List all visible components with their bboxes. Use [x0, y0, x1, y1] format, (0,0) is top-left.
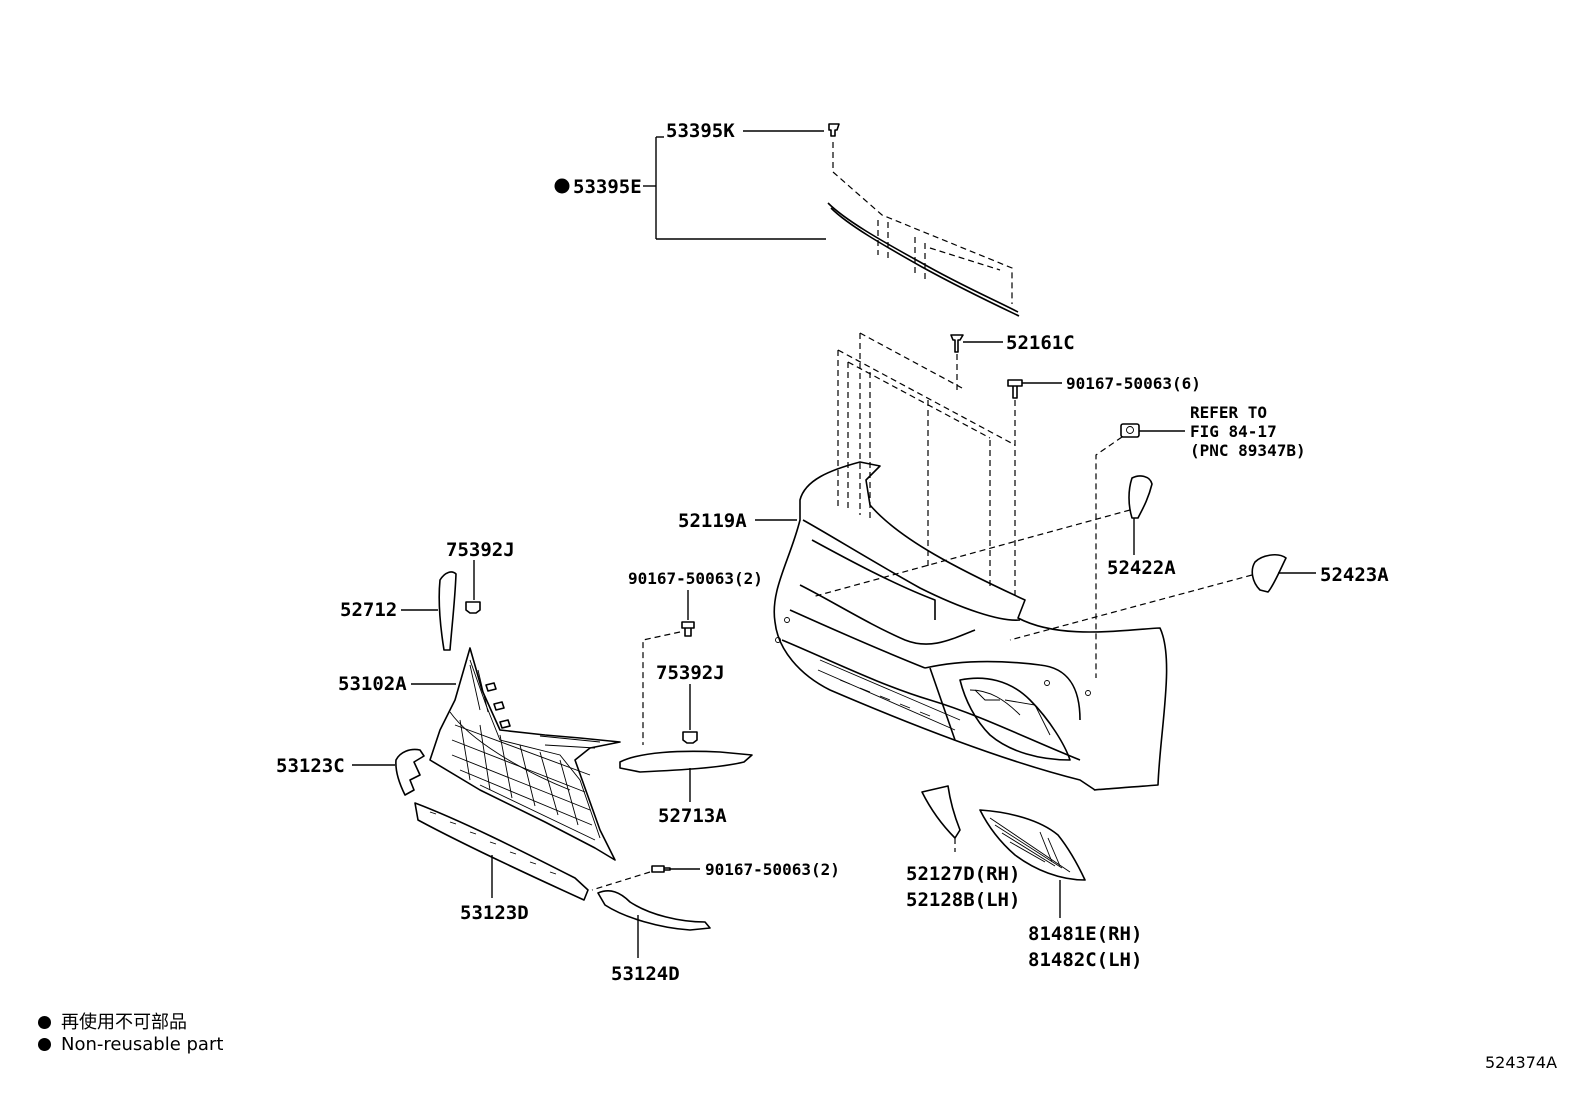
bumper-cover-52119A: 52119A	[678, 332, 1168, 791]
clip-53395K	[828, 123, 840, 137]
label-81481E-RH: 81481E(RH)	[1028, 923, 1142, 945]
label-75392J-upper: 75392J	[446, 539, 515, 561]
refer-line-3: (PNC 89347B)	[1190, 441, 1306, 460]
seal-53395E	[827, 202, 1019, 313]
sensor-clip-89347B	[1120, 423, 1140, 438]
grille-53102A	[429, 647, 621, 861]
label-75392J-lower: 75392J	[656, 662, 725, 684]
label-52161C: 52161C	[1006, 332, 1075, 354]
legend-english: Non-reusable part	[38, 1034, 223, 1055]
label-90167-50063-2-upper: 90167-50063(2)	[628, 569, 763, 588]
label-53123C: 53123C	[276, 755, 345, 777]
label-53124D: 53124D	[611, 963, 680, 985]
label-52713A: 52713A	[658, 805, 727, 827]
clip-75392J-upper	[465, 601, 481, 614]
bolt-90167-2-lower	[651, 865, 671, 873]
legend-text-ja: 再使用不可部品	[61, 1012, 187, 1033]
non-reusable-dot-icon	[38, 1016, 51, 1029]
label-52127D-RH: 52127D(RH)	[906, 863, 1020, 885]
bumper-outline	[773, 461, 1168, 791]
molding-53124D	[597, 890, 711, 931]
label-52423A: 52423A	[1320, 564, 1389, 586]
upper-fasteners: 52161C 90167-50063(6) REFER TO FIG 84-17…	[950, 332, 1306, 678]
bracket-53123C	[395, 748, 425, 796]
non-reusable-dot-icon	[38, 1038, 51, 1051]
fog-opening	[959, 677, 1071, 761]
label-53395E: 53395E	[573, 176, 642, 198]
fog-covers: 52127D(RH) 52128B(LH) 81481E(RH) 81482C(…	[906, 785, 1142, 971]
trim-52712	[438, 571, 457, 651]
refer-line-1: REFER TO	[1190, 403, 1267, 422]
legend-japanese: 再使用不可部品	[38, 1008, 187, 1034]
label-53102A: 53102A	[338, 673, 407, 695]
label-52422A: 52422A	[1107, 557, 1176, 579]
label-53123D: 53123D	[460, 902, 529, 924]
trim-52713A	[619, 750, 753, 773]
clip-52161C	[950, 334, 964, 353]
label-52128B-LH: 52128B(LH)	[906, 889, 1020, 911]
label-90167-50063-6: 90167-50063(6)	[1066, 374, 1201, 393]
label-52119A: 52119A	[678, 510, 747, 532]
grille-mesh	[451, 664, 601, 841]
cover-52127D	[921, 785, 961, 839]
label-53395K: 53395K	[666, 120, 735, 142]
legend-text-en: Non-reusable part	[61, 1034, 224, 1055]
bolt-90167-2-upper	[681, 621, 695, 637]
label-52712: 52712	[340, 599, 397, 621]
seal-group: 53395K 53395E	[554, 120, 1020, 317]
side-brackets: 52422A 52423A	[811, 475, 1389, 641]
bracket-52422A	[1128, 475, 1153, 519]
left-parts: 75392J 52712 90167-50063(2) 53102A 75392…	[276, 539, 840, 985]
bolt-90167-6	[1007, 379, 1023, 399]
bracket-52423A	[1251, 553, 1287, 593]
clip-75392J-lower	[682, 731, 698, 744]
figure-id: 524374A	[1485, 1053, 1558, 1072]
refer-line-2: FIG 84-17	[1190, 422, 1277, 441]
label-81482C-LH: 81482C(LH)	[1028, 949, 1142, 971]
label-90167-50063-2-lower: 90167-50063(2)	[705, 860, 840, 879]
strip-53123D	[414, 802, 589, 901]
non-reusable-dot	[554, 178, 570, 194]
